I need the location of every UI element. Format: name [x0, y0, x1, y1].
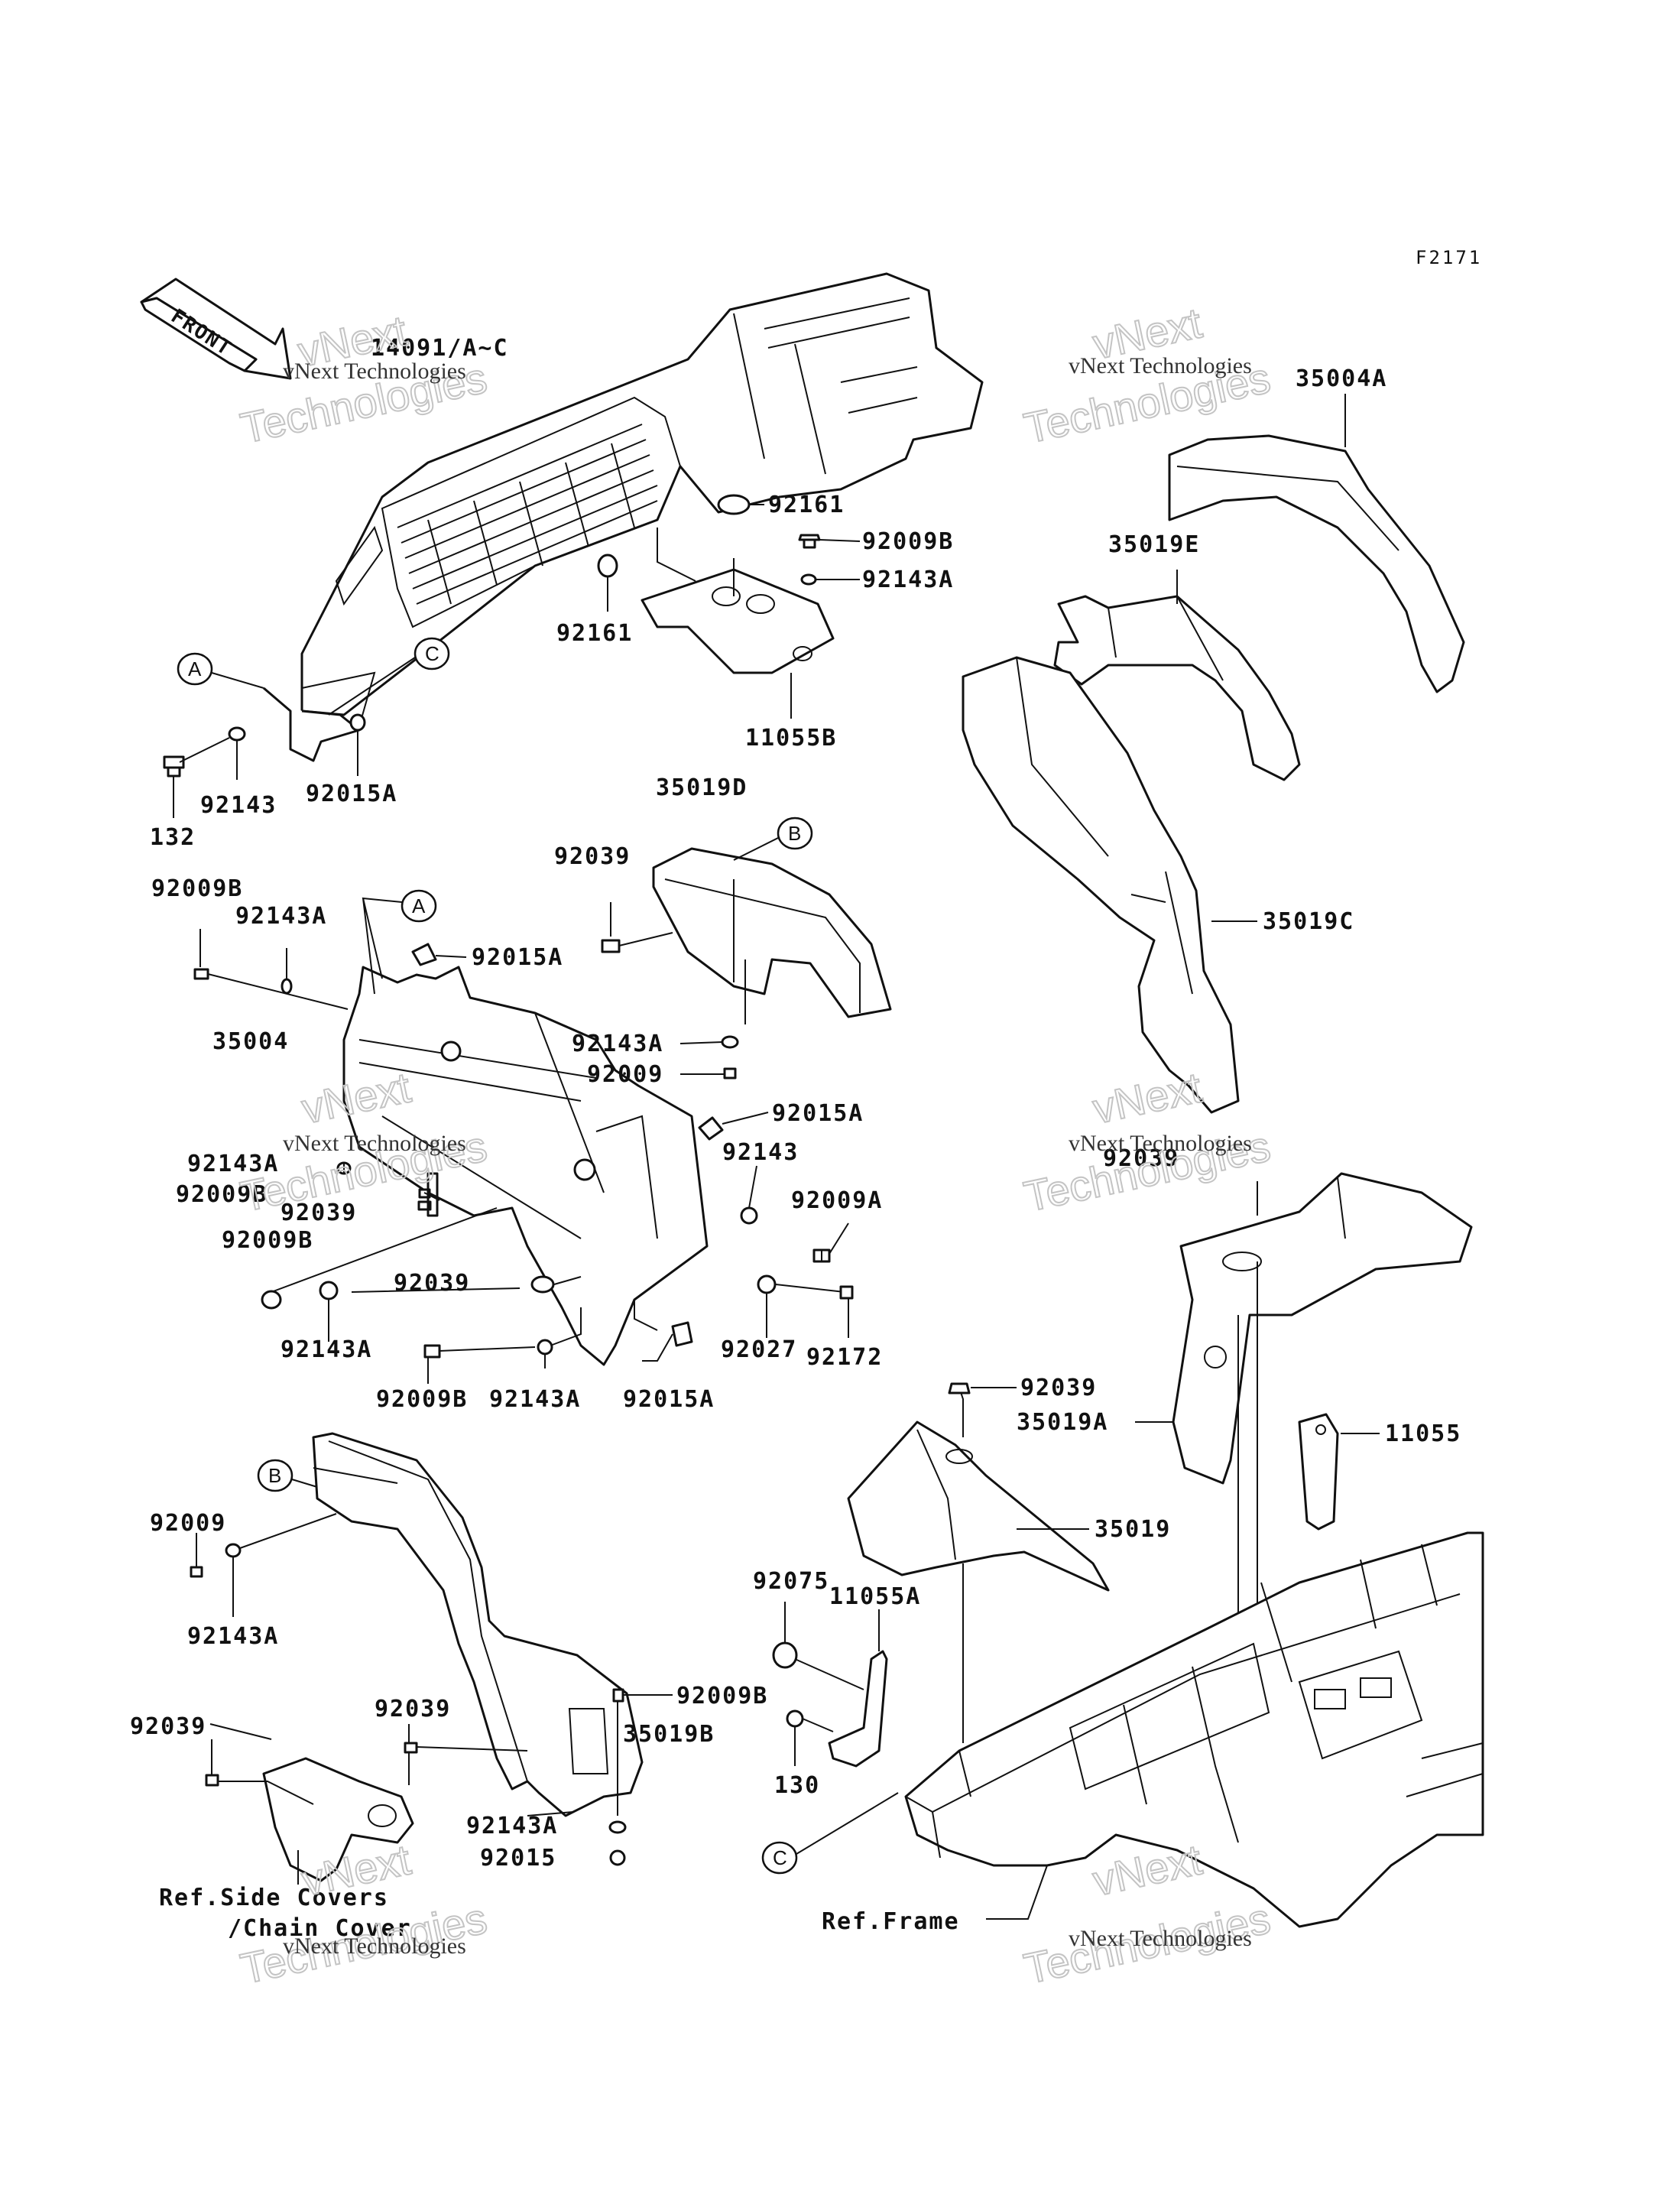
- label-92143a-8: 92143A: [466, 1813, 558, 1839]
- label-92143a-7: 92143A: [187, 1623, 279, 1650]
- label-35019e: 35019E: [1108, 531, 1200, 558]
- label-92015a-3: 92015A: [772, 1100, 864, 1127]
- side-cover-part: [262, 1757, 414, 1882]
- watermark-1: vNext Technologies vNext Technologies: [235, 305, 491, 453]
- label-35019b: 35019B: [623, 1721, 715, 1748]
- label-14091: 14091/A~C: [371, 335, 509, 362]
- watermark-5: vNext Technologies vNext Technologies: [235, 1834, 491, 1993]
- watermark-2: vNext Technologies vNext Technologies: [1019, 297, 1275, 453]
- callout-b-1: B: [788, 822, 801, 845]
- svg-text:vNext Technologies: vNext Technologies: [283, 1131, 466, 1156]
- label-92009-2: 92009: [150, 1510, 226, 1537]
- label-92143a-2: 92143A: [235, 903, 327, 930]
- label-11055b: 11055B: [745, 725, 837, 752]
- label-92172: 92172: [806, 1344, 883, 1371]
- label-92009b-4: 92009B: [222, 1227, 313, 1254]
- bracket-11055b-part: [641, 528, 835, 719]
- label-92009b-3: 92009B: [176, 1181, 268, 1208]
- label-92009b-5: 92009B: [376, 1386, 468, 1413]
- label-92039-5: 92039: [1020, 1375, 1097, 1401]
- front-grille-part: [300, 272, 984, 743]
- svg-text:vNext Technologies: vNext Technologies: [283, 1933, 466, 1959]
- label-11055: 11055: [1385, 1420, 1461, 1447]
- label-92143a-1: 92143A: [862, 567, 954, 593]
- fender-35019a-part: [1172, 1172, 1473, 1485]
- label-92075: 92075: [753, 1568, 829, 1595]
- callout-a-1: A: [188, 657, 202, 680]
- bracket-11055-part: [1298, 1413, 1339, 1531]
- label-92143-2: 92143: [722, 1139, 799, 1166]
- fender-35019c-part: [962, 656, 1240, 1114]
- label-35019d: 35019D: [656, 774, 748, 801]
- label-92143a-6: 92143A: [489, 1386, 581, 1413]
- label-92161a: 92161: [768, 492, 845, 518]
- label-92009b-2: 92009B: [151, 875, 243, 902]
- fender-35019-part: [847, 1420, 1110, 1592]
- svg-text:vNext: vNext: [1088, 1063, 1206, 1132]
- fender-35019d-part: [652, 847, 892, 1024]
- svg-text:vNext Technologies: vNext Technologies: [1069, 1926, 1252, 1951]
- label-35004: 35004: [212, 1028, 289, 1055]
- label-92009b-6: 92009B: [676, 1683, 768, 1709]
- label-92039-6: 92039: [375, 1696, 451, 1722]
- callout-c-1: C: [425, 642, 439, 665]
- label-ref-frame: Ref.Frame: [822, 1908, 960, 1935]
- label-92009-1: 92009: [587, 1061, 663, 1088]
- label-92015a-1: 92015A: [306, 781, 397, 807]
- frame-part: [904, 1531, 1484, 1928]
- label-130: 130: [774, 1772, 820, 1799]
- label-92039-2: 92039: [281, 1200, 357, 1226]
- label-35019c: 35019C: [1263, 908, 1354, 935]
- label-92039-3: 92039: [394, 1270, 470, 1297]
- callout-b-2: B: [268, 1464, 281, 1487]
- svg-text:vNext Technologies: vNext Technologies: [283, 359, 466, 384]
- callout-a-2: A: [412, 894, 426, 917]
- label-92143a-5: 92143A: [281, 1336, 372, 1363]
- figure-code: F2171: [1416, 247, 1482, 268]
- label-92143a-4: 92143A: [187, 1151, 279, 1177]
- front-arrow-icon: FRONT: [140, 278, 292, 380]
- label-92161b: 92161: [556, 620, 633, 647]
- bracket-11055a-part: [828, 1650, 888, 1768]
- label-92143-1: 92143: [200, 792, 277, 819]
- label-11055a: 11055A: [829, 1583, 921, 1610]
- label-92039-4: 92039: [1103, 1145, 1179, 1172]
- label-92009a: 92009A: [791, 1187, 883, 1214]
- label-35019: 35019: [1095, 1516, 1171, 1543]
- label-92015: 92015: [480, 1845, 556, 1872]
- label-92009b-1: 92009B: [862, 528, 954, 555]
- label-92027: 92027: [721, 1336, 797, 1363]
- label-ref-chain-cover: /Chain Cover: [228, 1915, 412, 1942]
- label-ref-side-covers: Ref.Side Covers: [159, 1885, 389, 1911]
- label-92143a-3: 92143A: [572, 1031, 663, 1057]
- callout-c-2: C: [773, 1846, 787, 1869]
- svg-text:vNext Technologies: vNext Technologies: [1069, 353, 1252, 378]
- label-132: 132: [150, 824, 196, 851]
- svg-text:vNext: vNext: [1088, 1835, 1206, 1904]
- fender-35004a-part: [1168, 434, 1465, 693]
- bolt-132: [163, 755, 185, 778]
- label-35019a: 35019A: [1017, 1409, 1108, 1436]
- svg-text:vNext Technologies: vNext Technologies: [1069, 1131, 1252, 1156]
- label-92015a-4: 92015A: [623, 1386, 715, 1413]
- fender-35019b-part: [312, 1432, 644, 1817]
- label-35004a: 35004A: [1296, 365, 1387, 392]
- label-92015a-2: 92015A: [472, 944, 563, 971]
- label-92039-7: 92039: [130, 1713, 206, 1740]
- label-92039-1: 92039: [554, 843, 631, 870]
